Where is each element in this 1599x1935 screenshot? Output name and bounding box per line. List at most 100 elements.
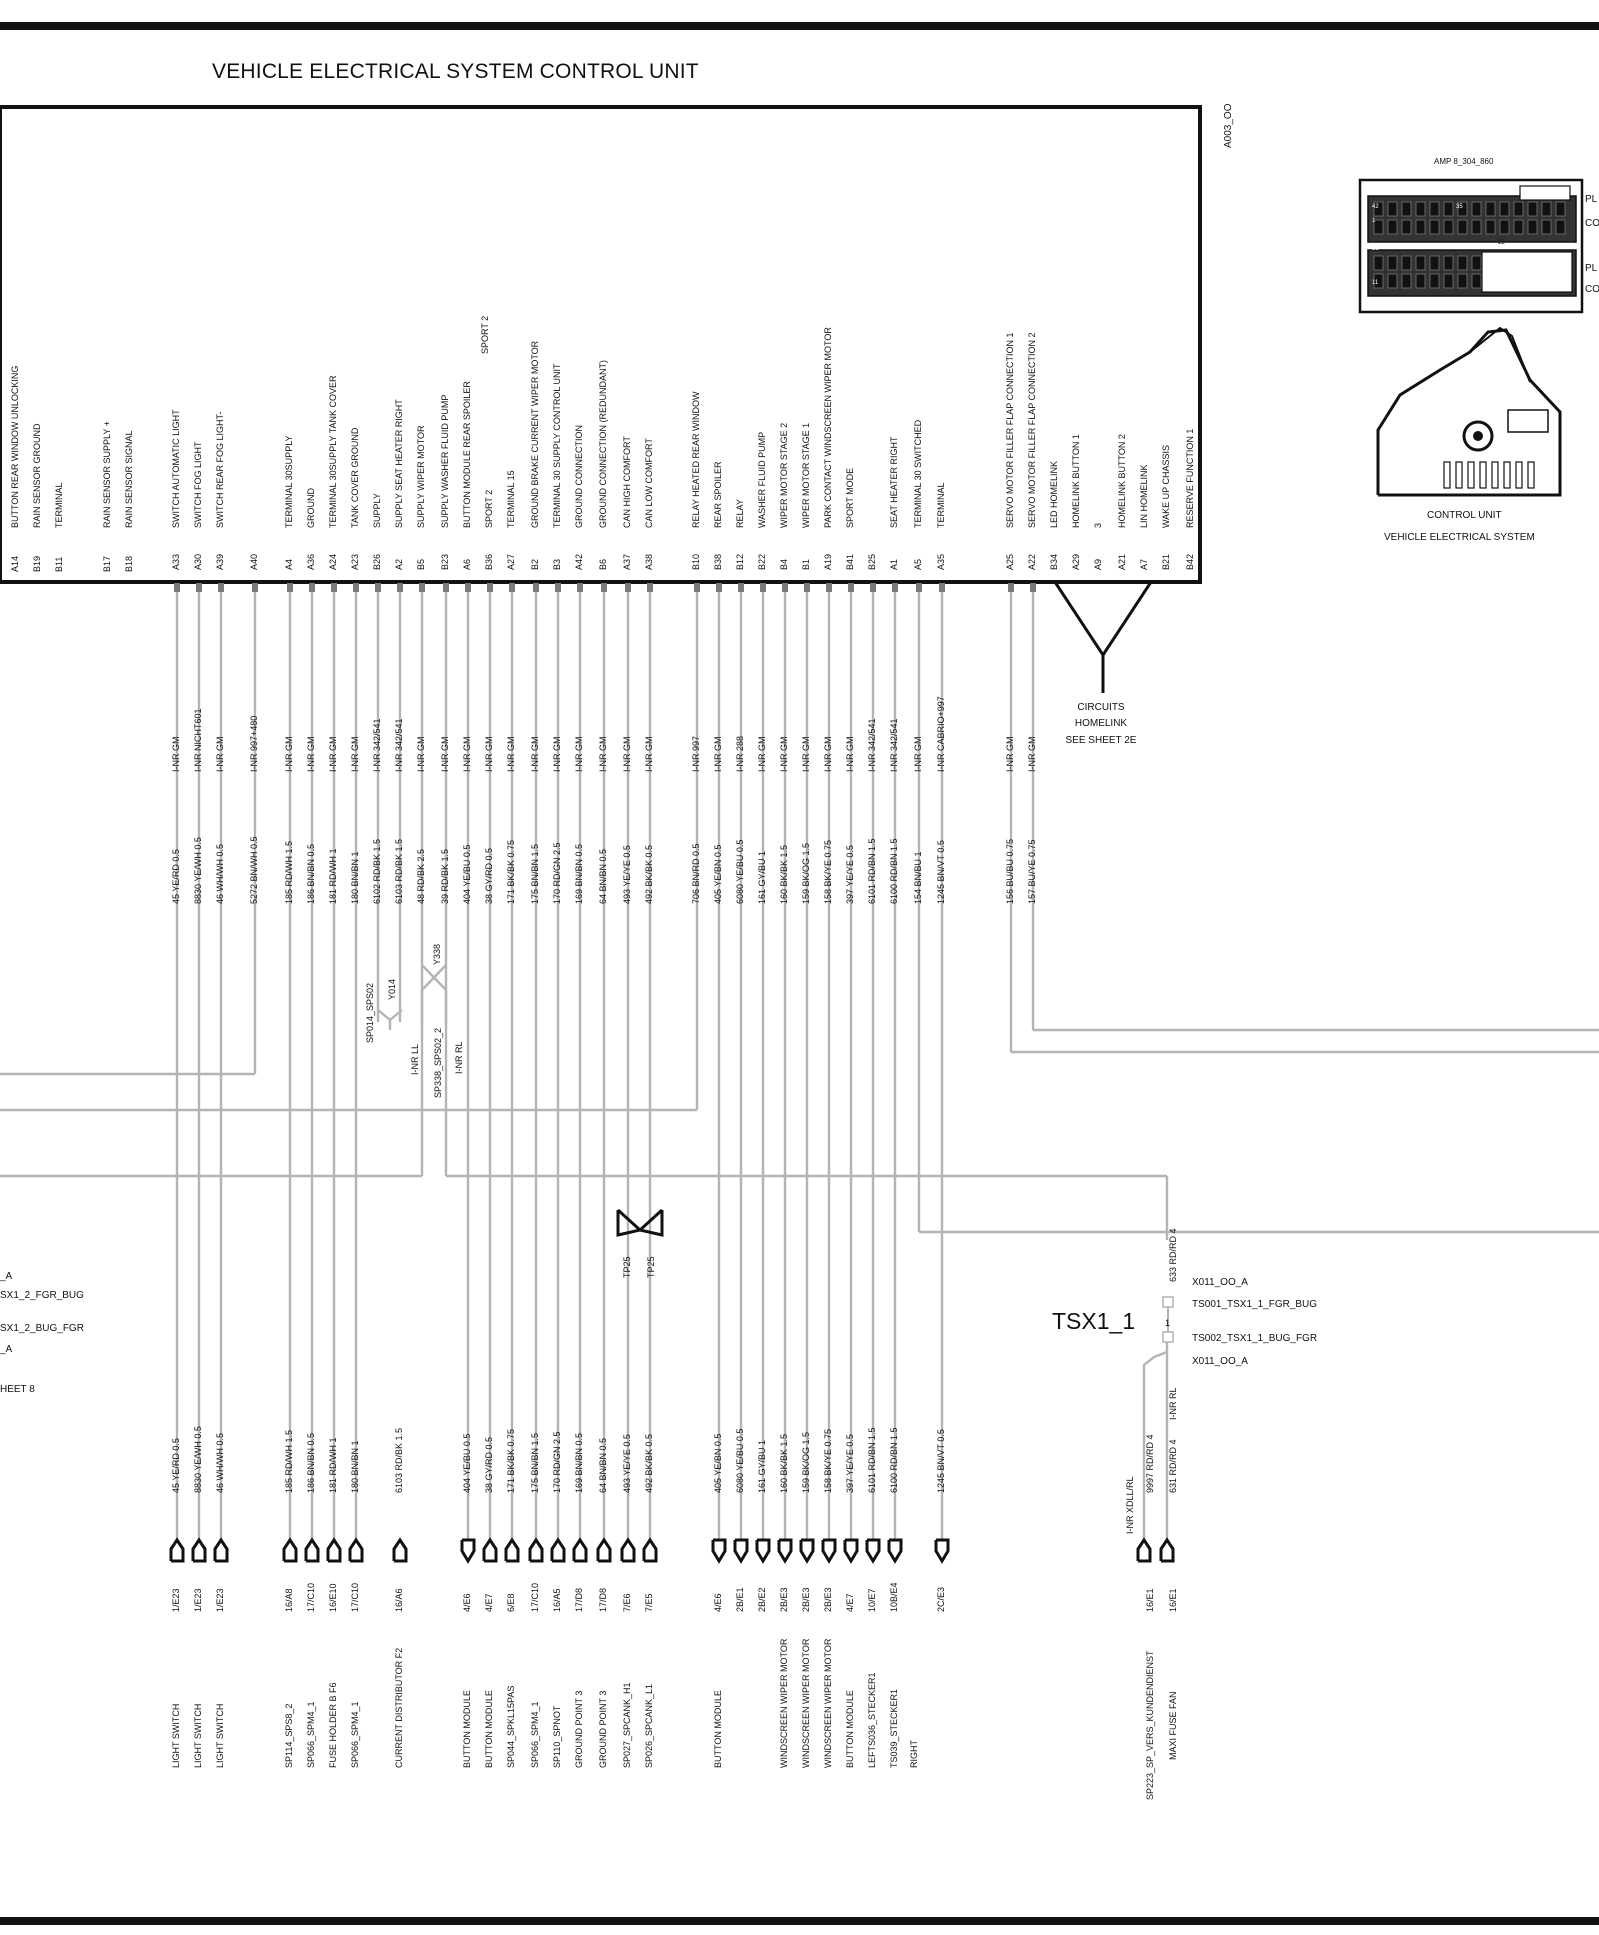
wire-code-label: 169 BN/BN 0.5 [574, 1432, 585, 1493]
wire-code-label: 161 GY/BU 1 [757, 1439, 768, 1493]
pin-stub [252, 583, 258, 592]
wire-code-label: 706 BN/RD 0.5 [691, 843, 702, 904]
pin-stub [804, 583, 810, 592]
destination-label: SP027_SPCANK_H1 [622, 1682, 633, 1768]
pin-stub [782, 583, 788, 592]
tp25-label: TP25 [646, 1256, 657, 1278]
connector-symbol [711, 1538, 727, 1564]
terminal-ref-label: 2B/E3 [823, 1587, 834, 1612]
wire-code-label: 6103 RD/BK 1.5 [394, 1427, 405, 1493]
control-unit-port [1507, 409, 1549, 433]
tsx-ts001: TS001_TSX1_1_FGR_BUG [1192, 1299, 1318, 1310]
wire-info-label: I-NR GM [350, 736, 361, 773]
wire-code-label: 1245 BN/VT 0.5 [936, 840, 947, 904]
wire-info-label: I-NR GM [1005, 736, 1016, 773]
destination-label: WINDSCREEN WIPER MOTOR [779, 1638, 790, 1768]
control-unit-pin [1467, 461, 1475, 489]
pin-number-label: B1 [801, 558, 812, 570]
connector-pin-number: 22 [1498, 240, 1505, 246]
splice-y014-name: SP014_SPS02 [365, 982, 376, 1043]
connector-pin-cell [1471, 255, 1482, 271]
tsx-destination: MAXI FUSE FAN [1168, 1691, 1179, 1760]
pin-number-label: A39 [215, 553, 226, 570]
wire-info-label: I-NR GM [574, 736, 585, 773]
pin-function-label: CAN LOW COMFORT [644, 438, 655, 528]
pin-number-label: A19 [823, 553, 834, 570]
tsx-terminal-ref: 16/E1 [1168, 1588, 1179, 1612]
pin-number-label: A14 [10, 555, 21, 572]
connector-pin-cell [1485, 201, 1496, 217]
pin-stub [533, 583, 539, 592]
pin-number-label: B17 [102, 555, 113, 572]
connector-symbol [887, 1538, 903, 1564]
pin-number-label: A7 [1139, 558, 1150, 570]
wire-code-label: 185 RD/WH 1.5 [284, 1429, 295, 1493]
wire-code-label: 181 RD/WH 1 [328, 1437, 339, 1493]
destination-label: LIGHT SWITCH [215, 1703, 226, 1768]
wire-code-label: 64 BN/BN 0.5 [598, 1437, 609, 1493]
connector-symbol [1136, 1537, 1152, 1563]
pin-stub [375, 583, 381, 592]
pin-function-label: LED HOMELINK [1049, 460, 1060, 528]
wire-info-label: I-NR CABRIO+997 [936, 696, 947, 772]
pin-function-label: CAN HIGH COMFORT [622, 436, 633, 528]
control-unit-outline [1469, 326, 1531, 383]
pin-function-label: TERMINAL [936, 482, 947, 528]
pin-function-label: SUPPLY WIPER MOTOR [416, 425, 427, 528]
control-unit-pin [1479, 461, 1487, 489]
destination-label: BUTTON MODULE [713, 1690, 724, 1768]
connector-pin-cell [1429, 219, 1440, 235]
homelink-bracket [1053, 581, 1153, 658]
pin-function-label: PARK CONTACT WINDSCREEN WIPER MOTOR [823, 327, 834, 528]
connector-caption-1: CONTROL UNIT [1427, 510, 1502, 521]
tsx-inr-xdll: I-NR XDLL/RL [1125, 1476, 1136, 1534]
pin-number-label: B2 [530, 558, 541, 570]
connector-symbol [550, 1537, 566, 1563]
wire-code-label: 175 BN/BN 1.5 [530, 843, 541, 904]
pin-function-label: HOMELINK BUTTON 2 [1117, 434, 1128, 528]
pin-function-label: BUTTON REAR WINDOW UNLOCKING [10, 365, 21, 528]
wire-code-label: 159 BK/OG 1.5 [801, 1431, 812, 1493]
destination-label: SP026_SPCANK_L1 [644, 1683, 655, 1768]
wire-code-label: 156 BU/BU 0.75 [1005, 838, 1016, 904]
connector-symbol [191, 1537, 207, 1563]
pin-number-label: A21 [1117, 553, 1128, 570]
connector-pin-cell [1373, 255, 1384, 271]
wire-code-label: 397 YE/YE 0.5 [845, 845, 856, 904]
pin-function-label: TERMINAL [54, 482, 65, 528]
connector-symbol [865, 1538, 881, 1564]
pin-function-label: BUTTON MODULE REAR SPOILER [462, 381, 473, 528]
pin-stub [1030, 583, 1036, 592]
connector-pin-cell [1401, 255, 1412, 271]
control-unit-pin [1443, 461, 1451, 489]
connector-symbol [596, 1537, 612, 1563]
pin-function-label: SUPPLY WASHER FLUID PUMP [440, 394, 451, 528]
connector-symbol [755, 1538, 771, 1564]
terminal-ref-label: 7/E6 [622, 1593, 633, 1612]
pin-number-label: A1 [889, 558, 900, 570]
wire-code-label: 186 BN/BN 0.5 [306, 1432, 317, 1493]
tp25-marker [636, 1208, 664, 1237]
pin-stub [916, 583, 922, 592]
pin-stub [738, 583, 744, 592]
tsx-inr-rl: I-NR RL [1168, 1387, 1179, 1420]
wire-code-label: 6101 RD/BN 1.5 [867, 1427, 878, 1493]
wire-code-label: 405 YE/BN 0.5 [713, 844, 724, 904]
pin-stub [694, 583, 700, 592]
connector-symbol [843, 1538, 859, 1564]
wire-code-label: 157 BU/YE 0.75 [1027, 839, 1038, 904]
connector-latch [1519, 185, 1571, 201]
pin-number-label: A6 [462, 558, 473, 570]
connector-pin-cell [1555, 201, 1566, 217]
pin-function-label: WIPER MOTOR STAGE 2 [779, 422, 790, 528]
tsx-x011-a: X011_OO_A [1192, 1277, 1248, 1288]
pin-stub [647, 583, 653, 592]
connector-pin-cell [1513, 201, 1524, 217]
destination-label: FUSE HOLDER B F6 [328, 1682, 339, 1768]
wire-code-label: 6080 YE/BU 0.5 [735, 839, 746, 904]
pin-number-label: A36 [306, 553, 317, 570]
wire-code-label: 154 BN/BU 1 [913, 851, 924, 904]
destination-label: LIGHT SWITCH [193, 1703, 204, 1768]
connector-symbol [528, 1537, 544, 1563]
